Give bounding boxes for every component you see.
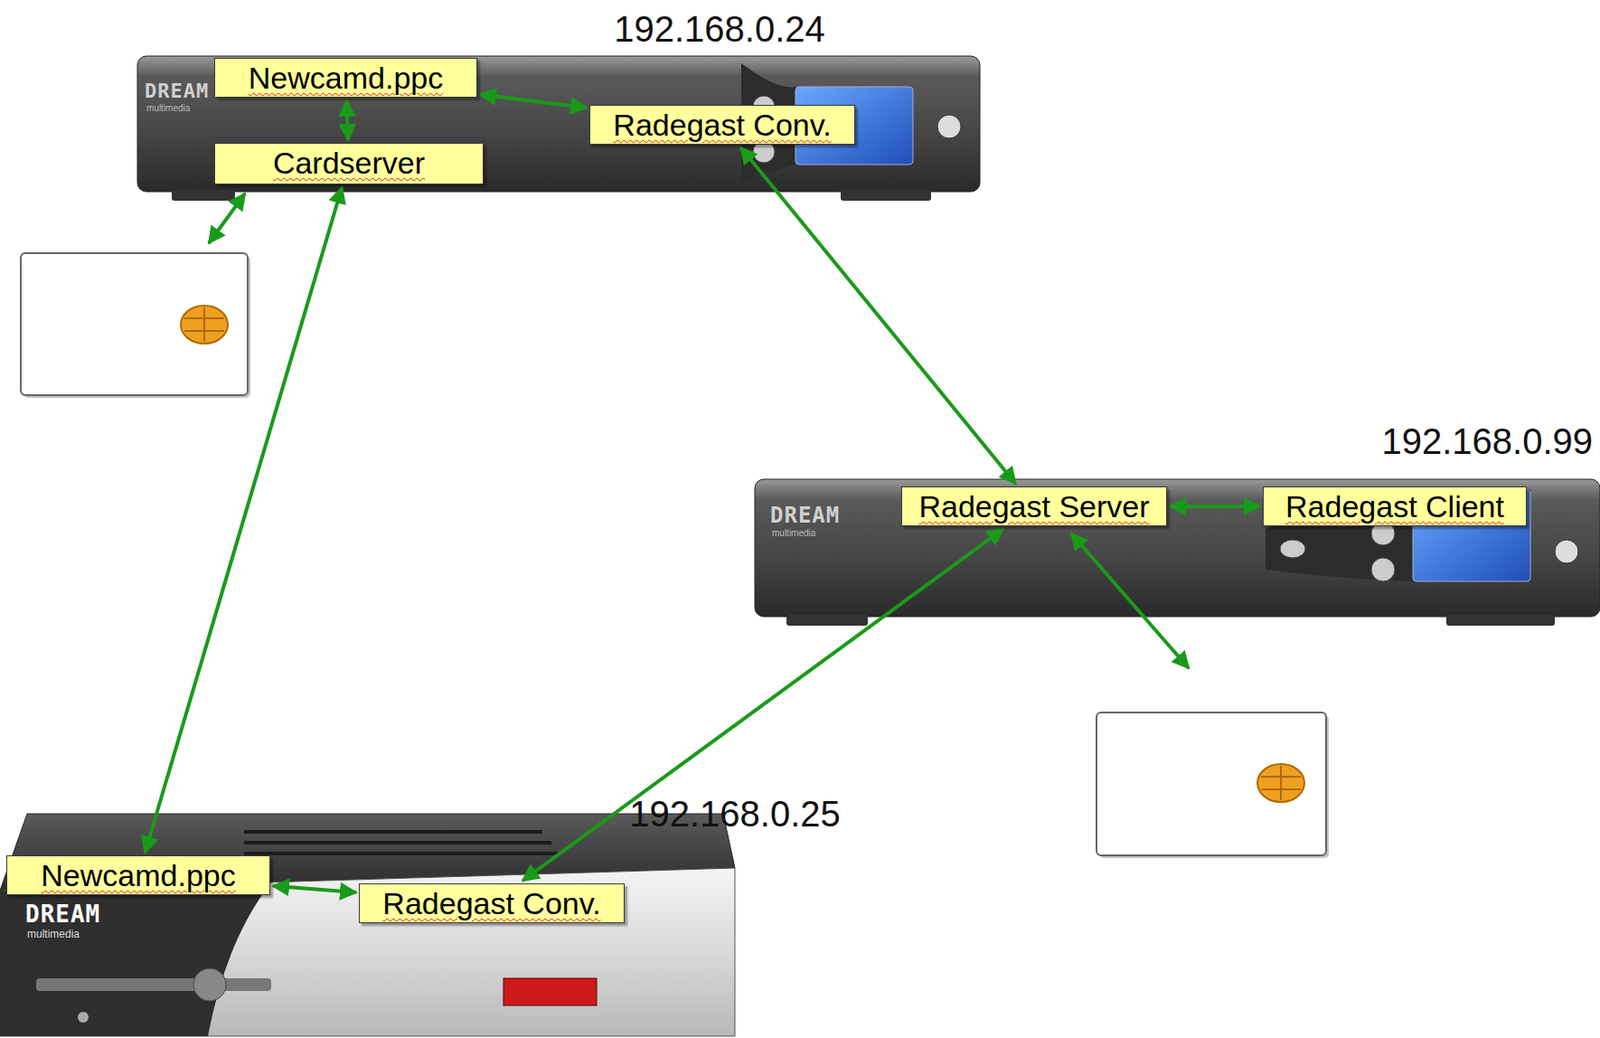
- brand-logo: DREAM: [770, 502, 840, 528]
- brand-tagline: multimedia: [771, 527, 816, 538]
- connection-arrow: [272, 885, 357, 893]
- component-box: Newcamd.ppc: [6, 855, 271, 895]
- smart-card: [1096, 712, 1329, 858]
- connection-arrow: [480, 94, 587, 109]
- component-box: Radegast Conv.: [358, 883, 625, 923]
- brand-logo: DREAM: [144, 79, 209, 103]
- top-receiver: [137, 56, 980, 201]
- component-label: Cardserver: [225, 146, 472, 179]
- middle-receiver: [754, 479, 1600, 626]
- card-link: [208, 193, 245, 244]
- smart-card: [20, 253, 251, 398]
- component-box: Radegast Server: [901, 486, 1168, 527]
- ip-address: 192.168.0.25: [629, 793, 841, 835]
- bottom-receiver: [0, 813, 735, 1036]
- component-label: Radegast Client: [1274, 489, 1516, 523]
- connection-arrow: [346, 100, 349, 141]
- component-label: Radegast Conv.: [370, 886, 613, 920]
- ip-address: 192.168.0.24: [613, 9, 826, 50]
- component-label: Newcamd.ppc: [225, 61, 466, 95]
- component-box: Newcamd.ppc: [214, 57, 478, 98]
- component-label: Radegast Conv.: [601, 108, 844, 142]
- component-box: Radegast Conv.: [589, 104, 856, 145]
- component-label: Newcamd.ppc: [18, 858, 259, 892]
- connection-arrow: [522, 528, 1004, 881]
- connection-arrow: [1169, 504, 1261, 509]
- card-link: [1071, 533, 1189, 669]
- connection-arrow: [144, 187, 342, 853]
- brand-logo: DREAM: [25, 900, 101, 928]
- component-label: Radegast Server: [912, 489, 1156, 523]
- connection-arrow: [740, 147, 1016, 484]
- component-box: Radegast Client: [1262, 486, 1527, 527]
- component-box: Cardserver: [214, 142, 484, 185]
- brand-tagline: multimedia: [146, 103, 190, 113]
- ip-address: 192.168.0.99: [1381, 421, 1593, 462]
- brand-tagline: multimedia: [27, 927, 80, 941]
